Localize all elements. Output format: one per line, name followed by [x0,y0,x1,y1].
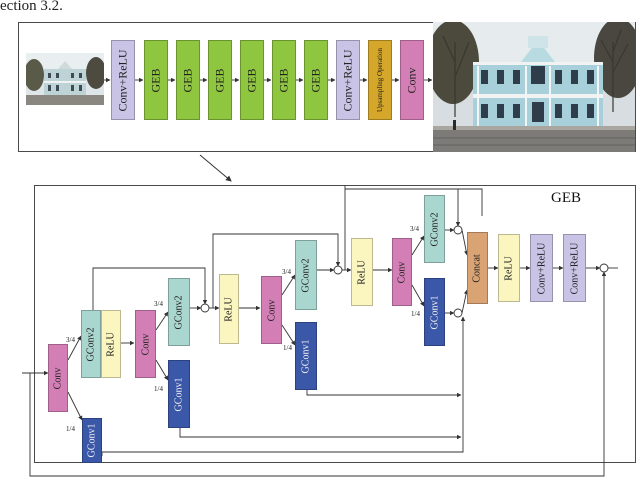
geb-block-relu-b: ReLU [219,274,239,344]
geb-block-label: GConv1 [300,339,312,373]
geb-block-gconv1-c: GConv1 [295,322,317,390]
geb-block-label: Conv+ReLU [536,242,547,294]
geb-block-gconv1-b: GConv1 [168,360,190,428]
frac-1-4-c: 1/4 [283,344,292,352]
geb-block-gconv1-a: GConv1 [82,418,102,463]
geb-block-label: Concat [472,253,484,283]
output-image [433,22,635,152]
frac-3-4-c: 3/4 [282,268,291,276]
pipeline-block-label: GEB [308,68,323,92]
frac-3-4-b: 3/4 [154,300,163,308]
geb-frame [34,185,636,463]
pipeline-block-4: GEB [208,40,232,120]
frac-3-4-d: 3/4 [410,225,419,233]
pipeline-block-5: GEB [240,40,264,120]
pipeline-block-label: GEB [180,68,195,92]
pipeline-block-label: GEB [212,68,227,92]
geb-block-label: Conv [396,261,408,283]
geb-block-label: ReLU [503,255,515,281]
geb-block-label: GConv2 [173,295,185,329]
geb-block-label: Conv [140,333,152,355]
geb-block-relu-a: ReLU [101,310,121,378]
geb-block-conv-d: Conv [392,238,412,306]
frac-1-4-b: 1/4 [154,385,163,393]
pipeline-block-6: GEB [272,40,296,120]
pipeline-block-9: Upsampling Operation [368,40,392,120]
geb-block-label: Conv [266,299,278,321]
geb-block-relu-c: ReLU [351,238,373,306]
geb-block-conv-a: Conv [48,344,68,412]
pipeline-block-7: GEB [304,40,328,120]
pipeline-block-label: GEB [276,68,291,92]
geb-block-gconv1-d: GConv1 [424,278,445,346]
geb-block-gconv2-a: GConv2 [81,310,101,378]
geb-block-label: ReLU [105,331,117,357]
geb-block-label: GConv2 [300,258,312,292]
geb-block-label: GConv1 [86,423,98,458]
geb-title: GEB [551,190,581,206]
input-image [26,53,104,105]
pipeline-block-10: Conv [400,40,424,120]
pipeline-block-label: GEB [244,68,259,92]
pipeline-block-3: GEB [176,40,200,120]
geb-block-label: GConv2 [85,327,97,361]
geb-block-relu-d: ReLU [498,234,520,302]
geb-block-label: GConv1 [429,295,440,329]
geb-block-conv-b: Conv [135,310,156,378]
pipeline-block-label: Upsampling Operation [376,48,384,112]
pipeline-block-8: Conv+ReLU [336,40,360,120]
frac-1-4-d: 1/4 [411,310,420,318]
pipeline-block-2: GEB [144,40,168,120]
geb-block-label: Conv+ReLU [569,242,580,294]
geb-block-label: Conv [52,367,64,389]
geb-block-label: ReLU [356,259,368,285]
frac-3-4-a: 3/4 [66,336,75,344]
geb-block-convrelu-2: Conv+ReLU [563,234,586,302]
frac-1-4-a: 1/4 [66,425,75,433]
pipeline-block-label: Conv+ReLU [115,48,130,112]
geb-block-conv-c: Conv [261,276,282,344]
pipeline-block-label: Conv+ReLU [340,48,355,112]
geb-block-gconv2-c: GConv2 [295,240,317,310]
geb-block-concat: Concat [467,232,488,304]
pipeline-block-label: GEB [148,68,163,92]
pipeline-block-label: Conv [404,66,419,94]
geb-block-gconv2-b: GConv2 [168,278,190,346]
geb-block-label: ReLU [223,296,235,322]
caption-fragment: ection 3.2. [0,0,63,14]
pipeline-block-1: Conv+ReLU [111,40,135,120]
geb-block-convrelu-1: Conv+ReLU [530,234,553,302]
geb-block-label: GConv2 [429,212,440,246]
geb-block-label: GConv1 [173,377,185,411]
geb-block-gconv2-d: GConv2 [424,195,445,263]
